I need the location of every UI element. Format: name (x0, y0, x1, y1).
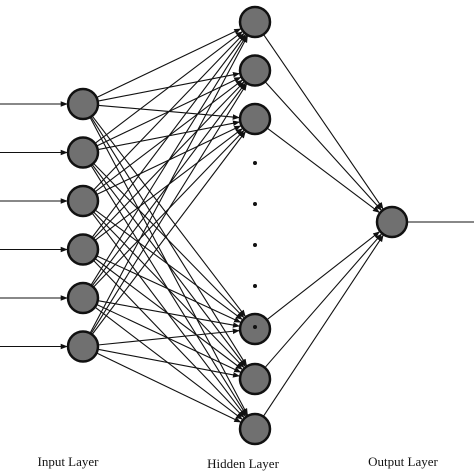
edge-input-3-hidden-1 (93, 33, 245, 190)
edge-input-2-hidden-5 (92, 164, 246, 367)
ellipsis-dot (253, 325, 257, 329)
hidden-layer-label: Hidden Layer (207, 456, 280, 471)
input-layer-label: Input Layer (37, 454, 99, 469)
edge-hidden-1-output (263, 34, 384, 210)
edge-input-5-hidden-1 (90, 34, 248, 285)
hidden-node-1 (238, 5, 272, 39)
output-node (375, 205, 409, 239)
edge-input-4-hidden-4 (97, 255, 242, 323)
edge-hidden-2-output (265, 81, 382, 211)
ellipsis-dot (253, 161, 257, 165)
edge-input-5-hidden-6 (95, 307, 243, 420)
edge-input-3-hidden-6 (92, 213, 246, 417)
connections (0, 28, 474, 423)
input-node-1 (66, 87, 100, 121)
edge-input-1-hidden-4 (92, 116, 246, 317)
edge-input-4-hidden-6 (93, 260, 245, 418)
edge-hidden-4-output (267, 231, 380, 320)
neurons (66, 5, 409, 446)
ellipsis-dot (253, 202, 257, 206)
edge-input-4-hidden-1 (92, 34, 246, 238)
hidden-ellipsis (253, 161, 257, 329)
ellipsis-dot (253, 284, 257, 288)
edge-input-6-hidden-4 (98, 328, 240, 346)
hidden-node-5 (238, 362, 272, 396)
edge-input-2-hidden-1 (95, 31, 243, 144)
edge-input-6-hidden-2 (90, 83, 248, 334)
edge-hidden-5-output (265, 233, 382, 368)
edge-input-2-hidden-4 (93, 163, 245, 319)
input-node-2 (66, 136, 100, 169)
edge-input-5-hidden-5 (97, 304, 242, 373)
edge-hidden-6-output (263, 234, 384, 416)
edge-input-3-hidden-4 (95, 210, 243, 320)
output-layer-label: Output Layer (368, 454, 438, 469)
edge-input-5-hidden-4 (98, 300, 240, 328)
edge-input-6-hidden-5 (98, 348, 240, 378)
edge-input-6-hidden-1 (90, 35, 248, 333)
edge-hidden-3-output (267, 128, 380, 213)
input-node-6 (66, 330, 100, 363)
input-node-4 (66, 233, 100, 266)
hidden-node-2 (238, 54, 272, 87)
edge-input-6-hidden-6 (97, 352, 242, 423)
edge-input-6-hidden-3 (92, 131, 246, 335)
edge-input-1-hidden-1 (97, 28, 242, 98)
hidden-node-6 (238, 412, 272, 446)
hidden-node-3 (238, 102, 272, 136)
input-node-3 (66, 184, 100, 218)
edge-input-3-hidden-5 (93, 212, 245, 368)
input-node-5 (66, 281, 100, 315)
ellipsis-dot (253, 243, 257, 247)
